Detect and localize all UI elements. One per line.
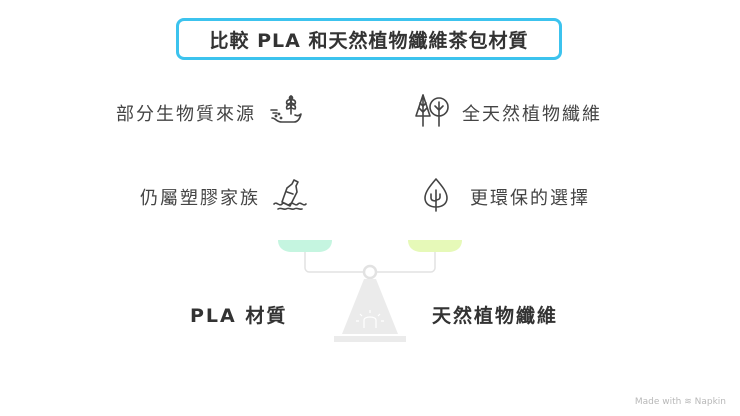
left-caption: PLA 材質 <box>190 305 288 327</box>
left-item-label: 部分生物質來源 <box>116 103 256 125</box>
right-caption: 天然植物纖維 <box>432 305 559 327</box>
right-item-label: 全天然植物纖維 <box>462 103 602 125</box>
plant-in-soil-icon <box>268 92 304 133</box>
balance-scale-icon <box>278 240 462 342</box>
title-box: 比較 PLA 和天然植物纖維茶包材質 <box>176 18 562 60</box>
right-item-eco: 更環保的選擇 <box>418 176 590 217</box>
watermark: Made with ≋ Napkin <box>634 397 726 407</box>
left-item-biomass: 部分生物質來源 <box>116 92 304 133</box>
left-item-label: 仍屬塑膠家族 <box>140 187 260 209</box>
right-item-natural-fiber: 全天然植物纖維 <box>414 92 602 133</box>
trees-icon <box>414 92 450 133</box>
leaf-tree-icon <box>418 176 454 217</box>
bottle-in-water-icon <box>272 176 308 217</box>
left-pan <box>278 240 332 252</box>
right-pan <box>408 240 462 252</box>
left-item-plastic: 仍屬塑膠家族 <box>140 176 308 217</box>
right-item-label: 更環保的選擇 <box>470 187 590 209</box>
page-title: 比較 PLA 和天然植物纖維茶包材質 <box>209 29 529 52</box>
